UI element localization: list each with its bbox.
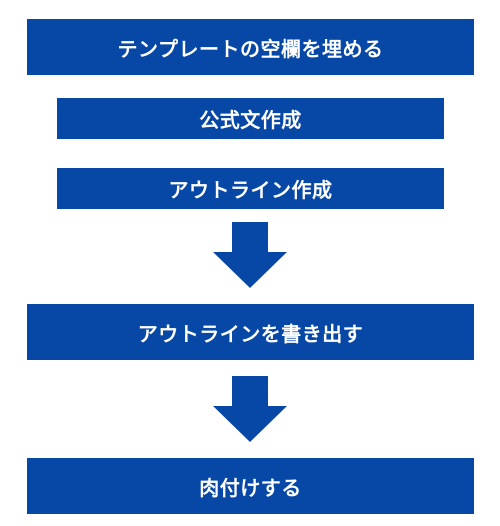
- step-fill-template: テンプレートの空欄を埋める: [27, 19, 474, 75]
- step-flesh-out: 肉付けする: [27, 458, 474, 514]
- step-create-formula-label: 公式文作成: [199, 108, 302, 132]
- step-create-formula: 公式文作成: [57, 98, 444, 139]
- down-arrow-icon: [213, 376, 287, 442]
- step-write-outline-label: アウトラインを書き出す: [137, 321, 364, 346]
- down-arrow-icon: [213, 222, 287, 288]
- step-flesh-out-label: 肉付けする: [199, 475, 302, 500]
- step-create-outline-label: アウトライン作成: [168, 178, 333, 202]
- step-write-outline: アウトラインを書き出す: [27, 304, 474, 360]
- step-create-outline: アウトライン作成: [57, 168, 444, 209]
- step-fill-template-label: テンプレートの空欄を埋める: [117, 36, 384, 61]
